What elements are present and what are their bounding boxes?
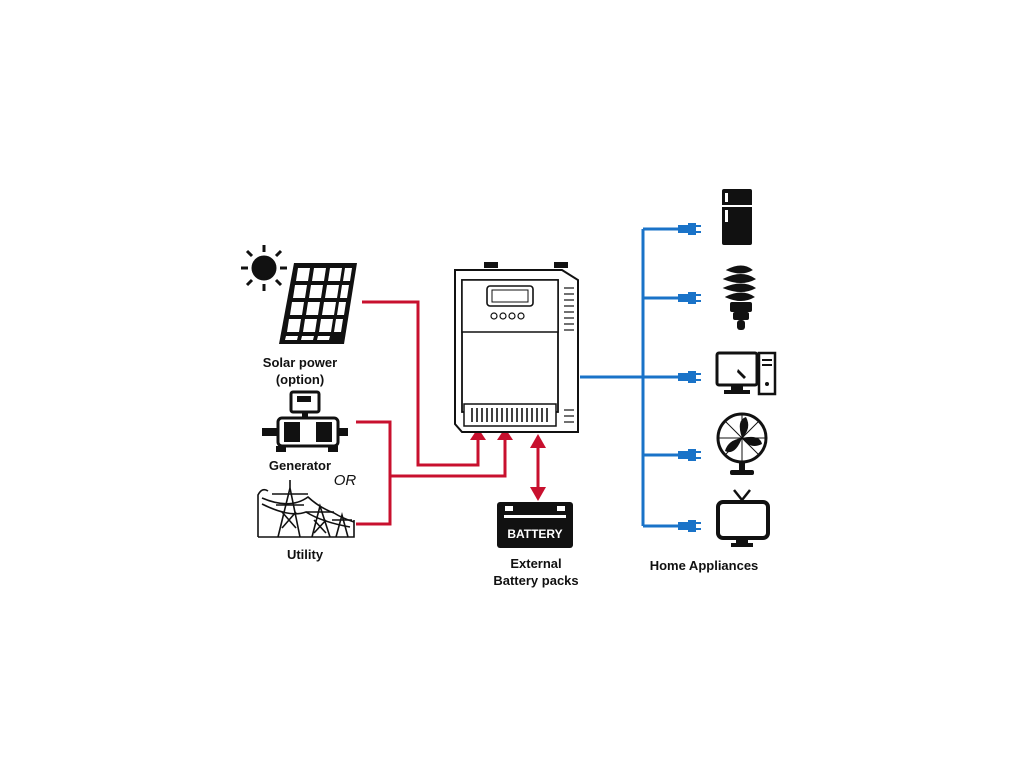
solar-panel-icon — [279, 263, 357, 344]
solar-label: Solar power (option) — [255, 354, 345, 388]
plug-icon — [678, 449, 701, 461]
or-label: OR — [333, 472, 357, 489]
output-wires — [580, 227, 678, 528]
plug-icon — [678, 292, 701, 304]
plugs — [678, 223, 701, 532]
tv-icon — [716, 489, 770, 547]
utility-wire — [356, 476, 392, 526]
generator-icon — [262, 390, 348, 452]
appliances-label: Home Appliances — [649, 558, 759, 573]
input-wires — [356, 300, 540, 526]
refrigerator-icon — [722, 189, 752, 245]
cfl-bulb-icon — [722, 265, 757, 330]
solar-label-line1: Solar power — [262, 355, 338, 370]
battery-icon: BATTERY — [497, 502, 573, 548]
battery-up-arrowhead — [530, 434, 546, 448]
battery-label: External Battery packs — [480, 555, 592, 589]
solar-label-line2: (option) — [275, 372, 325, 387]
generator-arrowhead — [497, 428, 513, 440]
battery-down-arrowhead — [530, 487, 546, 501]
utility-label: Utility — [286, 547, 324, 562]
fan-icon — [716, 412, 768, 475]
battery-label-line1: External — [510, 556, 562, 571]
plug-icon — [678, 371, 701, 383]
computer-icon — [715, 351, 777, 396]
generator-label: Generator — [268, 458, 332, 473]
sun-icon — [241, 245, 287, 291]
solar-arrowhead — [470, 428, 486, 440]
plug-icon — [678, 520, 701, 532]
battery-word: BATTERY — [507, 527, 562, 541]
input-arrowheads — [470, 428, 546, 501]
battery-label-line2: Battery packs — [493, 573, 579, 588]
utility-tower-icon — [257, 480, 355, 538]
solar-wire — [362, 300, 480, 467]
plug-icon — [678, 223, 701, 235]
inverter-icon — [454, 262, 579, 433]
